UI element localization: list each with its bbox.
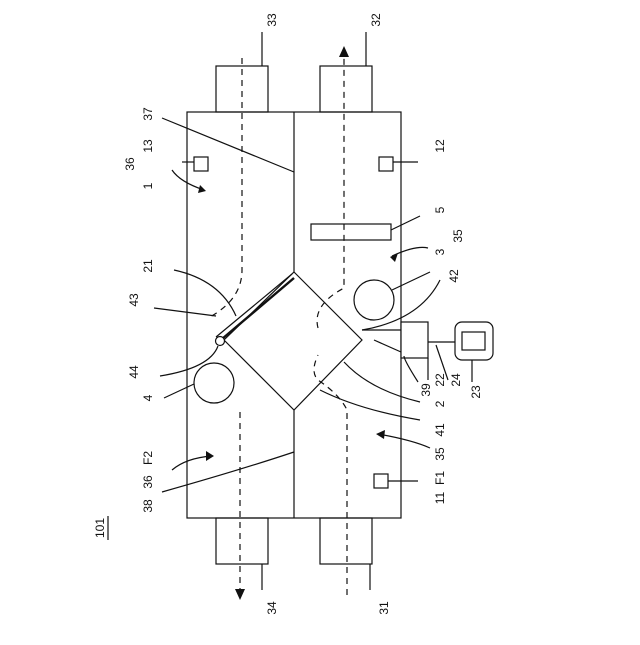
- label-4: 4: [141, 394, 155, 401]
- arrowhead-35-upper: [390, 253, 398, 262]
- arrowhead-36-lower: [206, 451, 214, 461]
- label-44: 44: [127, 365, 141, 379]
- arrowhead-35-lower: [376, 430, 385, 439]
- label-38: 38: [141, 499, 155, 513]
- leader-38: [162, 452, 294, 492]
- remote-display: [462, 332, 485, 350]
- label-1: 1: [141, 182, 155, 189]
- fan-4: [194, 363, 234, 403]
- wire-39: [374, 340, 401, 352]
- label-35-lower: 35: [433, 447, 447, 461]
- duct-34: [216, 518, 268, 564]
- leader-43: [154, 308, 216, 316]
- supply-flow-in: [314, 355, 347, 595]
- leader-3: [392, 272, 430, 290]
- sensor-12: [379, 157, 393, 171]
- label-22: 22: [433, 373, 447, 387]
- label-2: 2: [433, 400, 447, 407]
- label-36-lower: 36: [141, 475, 155, 489]
- label-11: 11: [433, 491, 447, 504]
- label-f1: F1: [433, 471, 447, 485]
- arrow-36-upper: [172, 170, 204, 190]
- label-37: 37: [141, 107, 155, 121]
- leader-37: [162, 118, 294, 172]
- leader-5: [391, 216, 420, 230]
- leader-2: [344, 362, 420, 402]
- label-13: 13: [141, 139, 155, 153]
- label-36-upper: 36: [123, 157, 137, 171]
- heat-exchanger: [224, 272, 362, 410]
- leader-21: [174, 270, 236, 316]
- sensor-13: [194, 157, 208, 171]
- sensor-11: [374, 474, 388, 488]
- controller-22: [401, 322, 428, 358]
- label-21: 21: [141, 259, 155, 273]
- label-f2: F2: [141, 451, 155, 465]
- label-39: 39: [419, 383, 433, 397]
- arrow-32: [339, 46, 349, 57]
- arrow-35-lower: [378, 434, 430, 448]
- label-32: 32: [369, 13, 383, 27]
- exhaust-flow-in: [208, 58, 242, 318]
- label-12: 12: [433, 139, 447, 153]
- duct-32: [320, 66, 372, 112]
- fan-3: [354, 280, 394, 320]
- supply-flow-out: [317, 58, 344, 328]
- leader-39: [404, 356, 418, 382]
- label-34: 34: [265, 601, 279, 615]
- duct-31: [320, 518, 372, 564]
- leader-4: [164, 384, 194, 398]
- arrow-34: [235, 589, 245, 600]
- label-41: 41: [433, 423, 447, 437]
- label-35-upper: 35: [451, 229, 465, 243]
- label-33: 33: [265, 13, 279, 27]
- label-24: 24: [449, 373, 463, 387]
- arrowhead-36-upper: [198, 185, 206, 193]
- label-31: 31: [377, 601, 391, 615]
- label-3: 3: [433, 248, 447, 255]
- leader-41: [320, 390, 420, 420]
- label-43: 43: [127, 293, 141, 307]
- label-23: 23: [469, 385, 483, 399]
- damper-pivot: [216, 337, 225, 346]
- label-42: 42: [447, 269, 461, 283]
- label-5: 5: [433, 206, 447, 213]
- figure-label: 101: [93, 518, 107, 538]
- filter-5: [311, 224, 391, 240]
